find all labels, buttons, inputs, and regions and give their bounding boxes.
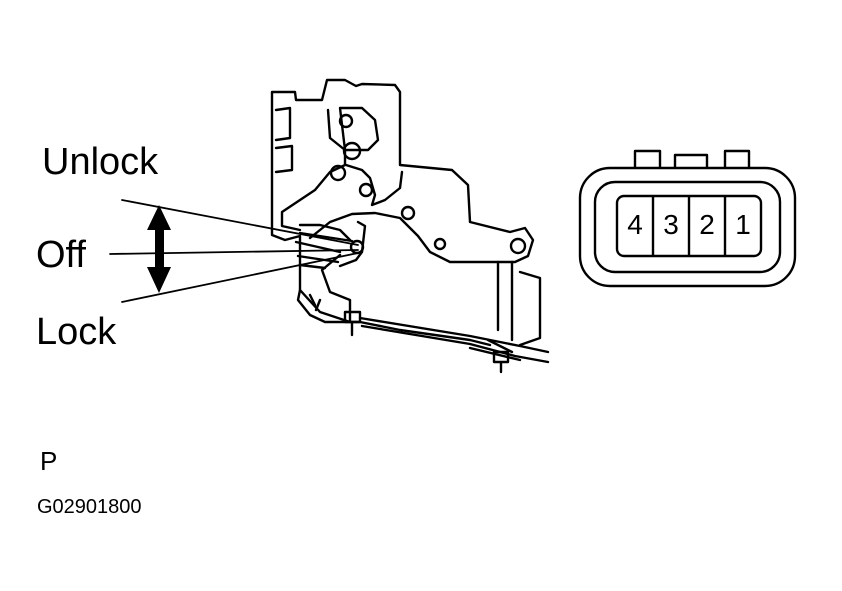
internal-rib [298, 223, 352, 242]
housing-window [274, 106, 294, 174]
pivot-hole-6 [433, 237, 447, 251]
connector-pin-label: 1 [735, 209, 751, 240]
lock-position-line [121, 252, 359, 303]
bolt-right [492, 350, 510, 374]
output-rod [358, 316, 550, 364]
connector-tab-center [673, 153, 709, 168]
lock-label: Lock [36, 311, 117, 353]
bolt-left [343, 310, 362, 337]
connector-tab-left [633, 149, 662, 168]
connector-outer-shell [578, 166, 797, 288]
double-headed-arrow-icon [147, 205, 171, 293]
lock-housing-outline [270, 78, 535, 324]
off-label: Off [36, 234, 86, 276]
cam-plate [280, 106, 380, 232]
rod-guide [468, 260, 542, 362]
connector-face [578, 149, 797, 288]
lever-body [294, 231, 354, 270]
pivot-hole-1 [338, 113, 354, 129]
connector-inner-shell [593, 180, 782, 274]
internal-arm [344, 163, 404, 207]
pivot-hole-5 [400, 205, 416, 221]
view-label: P [40, 446, 58, 476]
unlock-label: Unlock [42, 141, 159, 183]
lower-body [296, 288, 492, 347]
unlock-position-line [121, 199, 359, 246]
connector-pin-label: 4 [627, 209, 643, 240]
link-rod [338, 220, 367, 268]
connector-tab-right [723, 149, 751, 168]
pivot-hole-4 [358, 182, 374, 198]
connector-pin-label: 2 [699, 209, 715, 240]
pivot-hole-2 [342, 141, 362, 161]
pivot-hole-3 [329, 164, 347, 182]
off-position-line [109, 249, 359, 255]
figure-code: G02901800 [37, 496, 142, 518]
connector-pin-label: 3 [663, 209, 679, 240]
pivot-hole-7 [509, 237, 527, 255]
